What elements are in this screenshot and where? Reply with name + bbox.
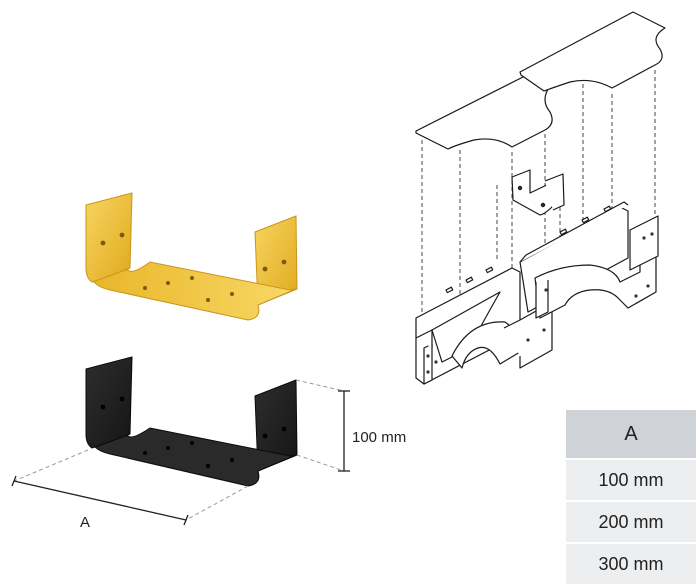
height-dimension (295, 379, 350, 472)
height-dimension-label: 100 mm (352, 429, 407, 446)
small-u-connector (511, 169, 554, 216)
size-table-row: 300 mm (566, 542, 696, 584)
size-table-header: A (566, 410, 696, 458)
cover-plate-right (519, 11, 666, 92)
exploded-tee-assembly-drawing (415, 11, 666, 385)
black-u-bracket (85, 356, 298, 487)
yellow-u-bracket (85, 192, 298, 321)
size-table-row: 200 mm (566, 500, 696, 542)
width-dimension (11, 449, 249, 526)
width-dimension-label: A (80, 514, 91, 531)
size-table-row: 100 mm (566, 458, 696, 500)
cover-plate-left (415, 74, 553, 150)
size-table: A 100 mm 200 mm 300 mm (566, 410, 696, 584)
